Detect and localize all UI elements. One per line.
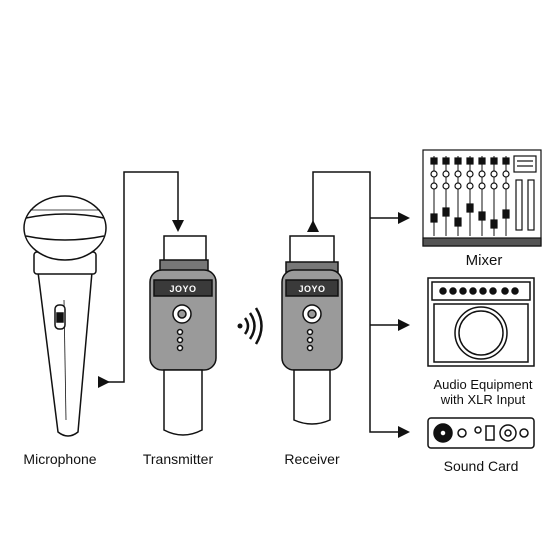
receiver-label: Receiver	[284, 451, 340, 467]
mixer-illustration	[422, 149, 542, 247]
arrow-out-receiver	[307, 220, 319, 232]
arrow-to-audio	[398, 319, 410, 331]
wireless-signal-icon	[237, 307, 263, 345]
transmitter-label: Transmitter	[142, 451, 214, 467]
arrowheads	[98, 212, 410, 438]
audio-equipment-illustration	[427, 277, 535, 367]
arrow-to-mixer	[398, 212, 410, 224]
receiver-illustration: JOYO	[281, 235, 343, 425]
receiver-brand-logo: JOYO	[298, 284, 325, 294]
connection-lines	[108, 171, 400, 433]
receiver-output-line	[312, 171, 400, 433]
audio-equipment-label-line1: Audio Equipment	[433, 377, 533, 392]
audio-equipment-label-line2: with XLR Input	[440, 392, 526, 407]
arrow-into-transmitter	[172, 220, 184, 232]
microphone-illustration	[23, 195, 107, 437]
microphone-label: Microphone	[23, 451, 97, 467]
mixer-label: Mixer	[465, 252, 503, 269]
sound-card-label: Sound Card	[443, 458, 519, 474]
arrow-to-soundcard	[398, 426, 410, 438]
mic-to-transmitter-line	[108, 171, 179, 383]
transmitter-illustration: JOYO	[149, 235, 217, 436]
arrow-into-mic-line	[98, 376, 110, 388]
transmitter-brand-logo: JOYO	[169, 284, 196, 294]
sound-card-illustration	[427, 417, 535, 449]
